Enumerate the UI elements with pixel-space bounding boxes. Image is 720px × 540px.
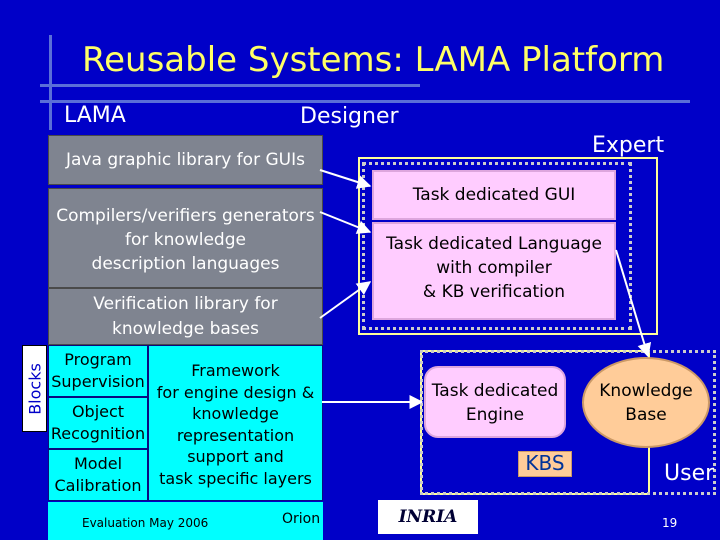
title-decoration-vertical: [49, 35, 52, 130]
model-calibration-box: Model Calibration: [48, 449, 148, 501]
arrow-verification-to-language: [319, 281, 372, 319]
kbs-label-text: KBS: [525, 451, 565, 475]
program-supervision-box: Program Supervision: [48, 345, 148, 397]
task-engine-line-2: Engine: [465, 405, 525, 425]
blocks-label: Blocks: [22, 345, 47, 432]
inria-logo: INRIA: [378, 500, 478, 534]
framework-box: Framework for engine design & knowledge …: [148, 345, 323, 501]
verification-library-box: Verification library for knowledge bases: [48, 288, 323, 345]
lama-label: LAMA: [64, 103, 126, 128]
framework-line-1: Framework: [191, 361, 280, 380]
slide-title: Reusable Systems: LAMA Platform: [82, 40, 665, 80]
task-language-line-2: with compiler: [436, 258, 552, 278]
footer-orion: Orion: [282, 511, 321, 527]
knowledge-base-line-1: Knowledge: [599, 381, 693, 401]
kbs-label: KBS: [518, 451, 572, 477]
task-gui-box: Task dedicated GUI: [372, 170, 616, 220]
compilers-line-2: for knowledge: [125, 230, 246, 250]
verification-line-2: knowledge bases: [112, 319, 259, 339]
framework-line-2: for engine design &: [156, 382, 315, 402]
compilers-line-3: description languages: [91, 254, 280, 274]
task-language-line-3: & KB verification: [422, 282, 566, 302]
compilers-line-1: Compilers/verifiers generators: [56, 206, 315, 226]
model-calibration-line-1: Model: [73, 454, 123, 473]
expert-dotted-frame: [362, 162, 632, 330]
arrow-compilers-to-language: [319, 211, 372, 234]
task-engine-line-1: Task dedicated: [431, 381, 559, 401]
task-gui-text: Task dedicated GUI: [412, 185, 576, 205]
compilers-generators-box: Compilers/verifiers generators for knowl…: [48, 188, 323, 288]
object-recognition-line-1: Object: [71, 402, 125, 421]
knowledge-base-line-2: Base: [625, 405, 667, 425]
java-gui-library-box: Java graphic library for GUIs: [48, 135, 323, 185]
framework-line-6: task specific layers: [159, 468, 312, 488]
footer-bar-left: [48, 502, 323, 540]
task-language-line-1: Task dedicated Language: [386, 234, 602, 254]
model-calibration-line-2: Calibration: [54, 476, 142, 495]
arrow-java-to-gui: [319, 169, 372, 189]
java-gui-library-text: Java graphic library for GUIs: [66, 150, 305, 170]
object-recognition-line-2: Recognition: [50, 424, 146, 443]
footer-evaluation: Evaluation May 2006: [82, 516, 209, 530]
header-divider-line: [40, 100, 690, 103]
designer-label: Designer: [300, 104, 399, 129]
knowledge-base-box: Knowledge Base: [582, 357, 710, 448]
page-number: 19: [662, 516, 678, 530]
title-decoration-line: [40, 84, 420, 87]
program-supervision-line-1: Program: [64, 350, 132, 369]
expert-label: Expert: [592, 133, 665, 158]
user-label: User: [664, 461, 715, 486]
arrow-language-to-kb: [615, 249, 652, 358]
task-engine-box: Task dedicated Engine: [424, 366, 566, 438]
framework-line-3: knowledge: [192, 404, 279, 423]
object-recognition-box: Object Recognition: [48, 397, 148, 449]
expert-frame: [358, 157, 658, 335]
kbs-dotted-frame: [420, 350, 716, 495]
program-supervision-line-2: Supervision: [51, 372, 145, 391]
task-language-box: Task dedicated Language with compiler & …: [372, 222, 616, 320]
framework-line-4: representation: [176, 425, 295, 445]
framework-line-5: support and: [187, 447, 284, 466]
verification-line-1: Verification library for: [93, 294, 278, 314]
